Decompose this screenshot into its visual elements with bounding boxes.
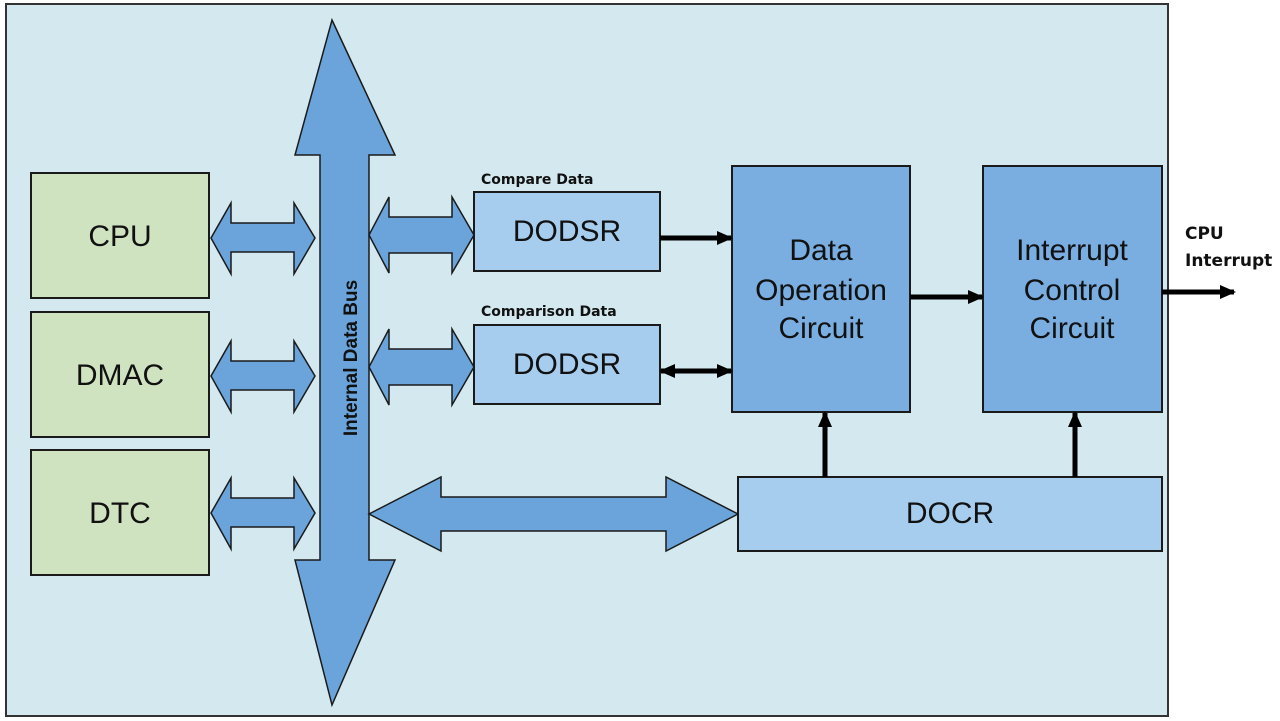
internal-data-bus-arrow	[294, 17, 397, 708]
comparison-data-caption: Comparison Data	[481, 304, 617, 320]
dtc-bus-arrow	[210, 475, 316, 552]
dodsr-comparison-label: DODSR	[513, 348, 621, 381]
docr-register: DOCR	[737, 476, 1163, 552]
docr-label: DOCR	[906, 497, 994, 530]
master-dmac: DMAC	[30, 311, 210, 438]
cpu-label: CPU	[88, 220, 151, 253]
interrupt-control-line-2: Control	[1024, 274, 1121, 307]
master-cpu: CPU	[30, 172, 210, 299]
interrupt-control-circuit: Interrupt Control Circuit	[982, 165, 1163, 413]
dtc-label: DTC	[89, 497, 151, 530]
compare-data-caption: Compare Data	[481, 172, 593, 188]
data-operation-line-1: Data	[789, 234, 853, 267]
data-operation-line-3: Circuit	[778, 312, 864, 345]
dodsr-compare-register: DODSR	[473, 191, 661, 272]
cpu-interrupt-label-line-2: Interrupt	[1185, 251, 1272, 271]
interrupt-control-line-1: Interrupt	[1016, 234, 1128, 267]
cpu-interrupt-label-line-1: CPU	[1185, 224, 1224, 244]
data-operation-circuit: Data Operation Circuit	[731, 165, 911, 413]
interrupt-control-line-3: Circuit	[1029, 312, 1115, 345]
master-dtc: DTC	[30, 449, 210, 576]
dodsr-compare-label: DODSR	[513, 215, 621, 248]
dmac-label: DMAC	[76, 359, 164, 392]
dmac-bus-arrow	[210, 338, 316, 415]
cpu-bus-arrow	[210, 200, 316, 277]
internal-data-bus-label: Internal Data Bus	[341, 280, 362, 436]
data-operation-line-2: Operation	[755, 274, 887, 307]
dodsr-comparison-register: DODSR	[473, 324, 661, 405]
